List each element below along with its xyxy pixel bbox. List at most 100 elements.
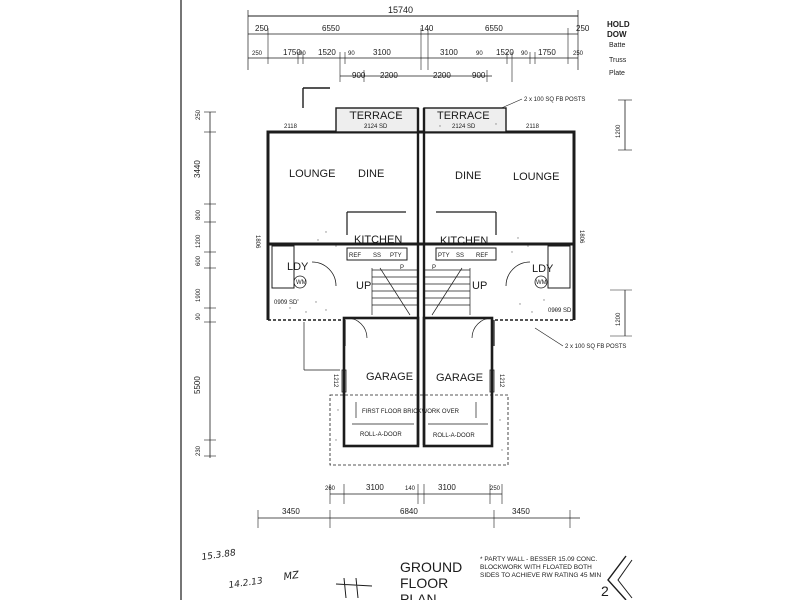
north-arrow-icon: 2	[601, 555, 633, 600]
svg-text:HOLD: HOLD	[607, 20, 630, 29]
label-kitchen-right: KITCHEN	[440, 235, 488, 247]
svg-text:2200: 2200	[433, 71, 451, 80]
handwritten-initials: MZ	[283, 570, 301, 583]
label-side-door-left: 0909 SD	[274, 300, 298, 306]
svg-text:900: 900	[352, 71, 366, 80]
svg-text:P: P	[432, 265, 436, 271]
building-walls	[266, 87, 576, 466]
svg-text:DOW: DOW	[607, 30, 627, 39]
label-terrace-right-sub: 2124 SD	[452, 124, 476, 130]
label-terrace-left: TERRACE	[350, 110, 403, 122]
svg-text:1200: 1200	[616, 312, 622, 326]
svg-text:3100: 3100	[440, 48, 458, 57]
right-dimension-lines: 1200 1200	[610, 99, 632, 337]
svg-text:140: 140	[405, 486, 416, 492]
svg-text:90: 90	[521, 51, 528, 57]
scribble-mark	[335, 577, 373, 599]
handwritten-date-1: 15.3.88	[201, 548, 237, 563]
label-roll-door-left: ROLL-A-DOOR	[360, 432, 402, 438]
svg-text:1750: 1750	[283, 48, 301, 57]
svg-text:250: 250	[573, 51, 584, 57]
dim-end-left: 250	[255, 24, 269, 33]
title-floor: FLOOR	[400, 575, 448, 591]
svg-text:REF: REF	[476, 253, 488, 259]
dim-row-3: 900 2200 2200 900	[352, 71, 486, 80]
label-terrace-left-sub: 2124 SD	[364, 124, 388, 130]
svg-text:PTY: PTY	[438, 253, 450, 259]
label-lounge-left: LOUNGE	[289, 168, 335, 180]
svg-text:1200: 1200	[196, 234, 202, 248]
svg-text:REF: REF	[349, 253, 361, 259]
svg-text:1200: 1200	[616, 124, 622, 138]
svg-text:SS: SS	[373, 253, 381, 259]
svg-text:250: 250	[196, 109, 202, 120]
svg-text:260: 260	[325, 486, 336, 492]
label-garage-left: GARAGE	[366, 371, 413, 383]
label-window-right: 1806	[578, 230, 584, 244]
svg-text:2200: 2200	[380, 71, 398, 80]
label-door-left: 2118	[284, 124, 298, 130]
svg-text:250: 250	[490, 486, 501, 492]
svg-text:1520: 1520	[318, 48, 336, 57]
posts-note-bottom: 2 x 100 SQ FB POSTS	[565, 344, 626, 350]
label-garage-dim-left: 1212	[332, 374, 338, 388]
svg-text:P: P	[400, 265, 404, 271]
svg-text:90: 90	[196, 313, 202, 320]
svg-text:6840: 6840	[400, 507, 418, 516]
label-dine-left: DINE	[358, 168, 384, 180]
svg-text:3100: 3100	[366, 483, 384, 492]
kitchen-left-fixtures: REF SS PTY P	[349, 253, 404, 271]
label-roll-door-right: ROLL-A-DOOR	[433, 433, 475, 439]
label-garage-dim-right: 1212	[498, 374, 504, 388]
svg-text:1520: 1520	[496, 48, 514, 57]
svg-text:1900: 1900	[196, 288, 202, 302]
label-stair-up-left: UP	[356, 280, 371, 292]
party-wall-note: * PARTY WALL - BESSER 15.09 CONC. BLOCKW…	[480, 556, 602, 579]
title-ground: GROUND	[400, 559, 462, 575]
kitchen-right-fixtures: PTY SS REF P	[432, 253, 488, 271]
svg-text:3450: 3450	[512, 507, 530, 516]
dim-end-right: 250	[576, 24, 590, 33]
top-dimension-lines	[247, 10, 579, 82]
dim-overall-width: 15740	[388, 5, 413, 15]
label-wm-left: WM	[296, 280, 307, 286]
label-lounge-right: LOUNGE	[513, 171, 559, 183]
left-dimension-lines	[204, 111, 216, 458]
svg-text:Plate: Plate	[609, 70, 625, 77]
svg-text:3440: 3440	[193, 160, 202, 178]
svg-text:250: 250	[252, 51, 263, 57]
svg-text:Truss: Truss	[609, 57, 627, 64]
left-dimension-text: 250 3440 800 1200 600 1900 90 5500 230	[193, 109, 202, 456]
dim-row-2: 250 1750 90 1520 90 3100 3100 90 1520 90…	[252, 48, 584, 57]
svg-text:5500: 5500	[193, 376, 202, 394]
terrace-right-box	[423, 107, 507, 133]
svg-text:PTY: PTY	[390, 253, 402, 259]
dim-party: 140	[420, 24, 434, 33]
bottom-dimension-lines	[257, 484, 580, 528]
label-wm-right: WM	[536, 280, 547, 286]
paving-texture	[281, 111, 557, 451]
label-laundry-right: LDY	[532, 263, 554, 275]
svg-text:1750: 1750	[538, 48, 556, 57]
svg-text:3100: 3100	[373, 48, 391, 57]
label-door-right: 2118	[526, 124, 540, 130]
label-terrace-right: TERRACE	[437, 110, 490, 122]
svg-text:90: 90	[348, 51, 355, 57]
svg-text:90: 90	[299, 51, 306, 57]
dim-half-right: 6550	[485, 24, 503, 33]
dim-half-left: 6550	[322, 24, 340, 33]
svg-text:Batte: Batte	[609, 42, 625, 49]
label-laundry-left: LDY	[287, 261, 309, 273]
label-dine-right: DINE	[455, 170, 481, 182]
svg-text:3450: 3450	[282, 507, 300, 516]
label-side-door-right: 0909 SD	[548, 308, 572, 314]
label-window-left: 1806	[254, 235, 260, 249]
svg-text:3100: 3100	[438, 483, 456, 492]
svg-text:SS: SS	[456, 253, 464, 259]
svg-text:900: 900	[472, 71, 486, 80]
svg-text:2: 2	[601, 583, 609, 599]
handwritten-date-2: 14.2.13	[228, 576, 264, 591]
title-plan: PLAN	[400, 591, 437, 600]
label-garage-right: GARAGE	[436, 372, 483, 384]
